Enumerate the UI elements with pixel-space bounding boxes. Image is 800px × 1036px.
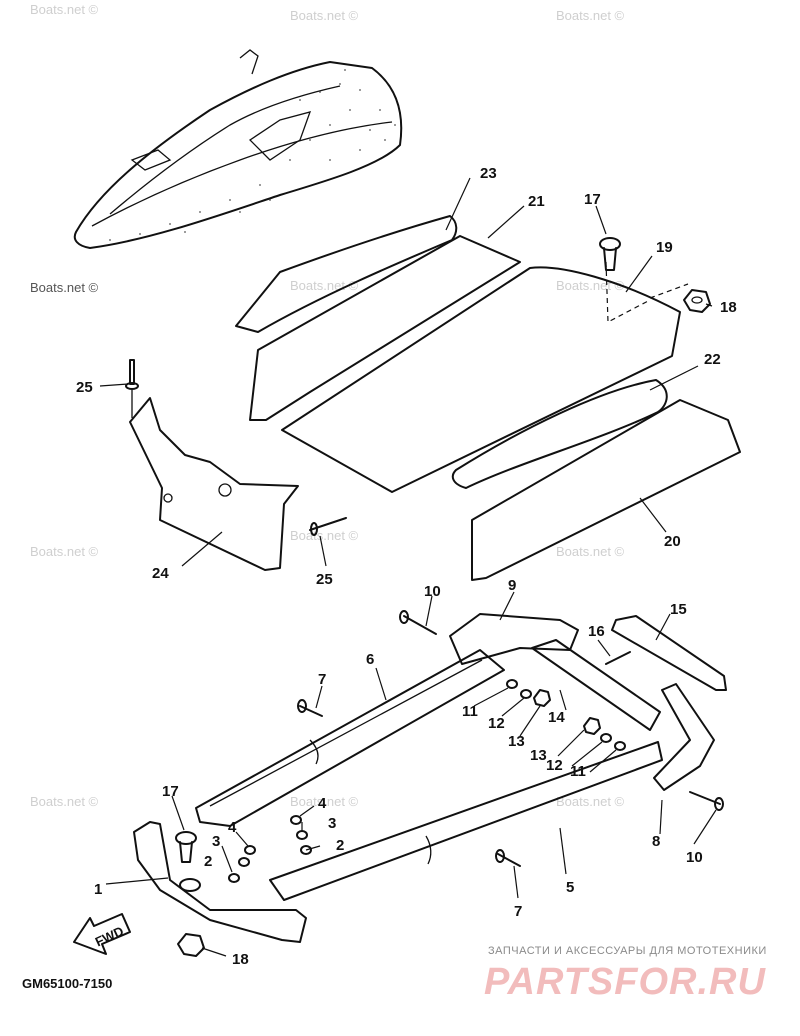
nut-18-bottom bbox=[177, 933, 205, 957]
watermark-layer: Boats.net © Boats.net © Boats.net © Boat… bbox=[30, 2, 625, 809]
callout: 10 bbox=[424, 583, 441, 600]
bracket-8 bbox=[653, 683, 715, 791]
fastener-17-bottom bbox=[175, 831, 197, 863]
callout: 17 bbox=[162, 783, 179, 800]
callout: 8 bbox=[652, 833, 660, 850]
callout: 12 bbox=[546, 757, 563, 774]
watermark: Boats.net © bbox=[290, 794, 359, 809]
rivet-25 bbox=[309, 517, 347, 536]
bracket-24 bbox=[129, 397, 299, 571]
watermark: Boats.net © bbox=[556, 794, 625, 809]
callout: 7 bbox=[514, 903, 522, 920]
watermark: Boats.net © bbox=[556, 8, 625, 23]
callout: 6 bbox=[366, 651, 374, 668]
callout: 12 bbox=[488, 715, 505, 732]
callout: 20 bbox=[664, 533, 681, 550]
callout: 13 bbox=[530, 747, 547, 764]
pad-22 bbox=[451, 379, 668, 489]
callout: 13 bbox=[508, 733, 525, 750]
callout: 18 bbox=[720, 299, 737, 316]
callout: 23 bbox=[480, 165, 497, 182]
callout: 4 bbox=[318, 795, 327, 812]
dealer-brand: PARTSFOR.RU bbox=[484, 961, 766, 1003]
mat-20 bbox=[471, 399, 741, 581]
callout: 10 bbox=[686, 849, 703, 866]
mat-19 bbox=[281, 266, 681, 493]
dealer-tagline: ЗАПЧАСТИ И АКСЕССУАРЫ ДЛЯ МОТОТЕХНИКИ bbox=[488, 945, 767, 957]
strip-15 bbox=[611, 615, 727, 691]
rail-5 bbox=[269, 741, 663, 901]
callout: 2 bbox=[204, 853, 212, 870]
callout: 11 bbox=[462, 703, 478, 720]
jetski-overview-illustration bbox=[73, 49, 403, 249]
fwd-arrow: FWD bbox=[73, 913, 131, 955]
callout: 22 bbox=[704, 351, 721, 368]
callout: 7 bbox=[318, 671, 326, 688]
callout: 15 bbox=[670, 601, 687, 618]
rail-6 bbox=[195, 649, 505, 827]
callout: 25 bbox=[76, 379, 93, 396]
callout: 4 bbox=[228, 819, 237, 836]
nut-18-top bbox=[683, 289, 711, 313]
bumper-1 bbox=[133, 821, 307, 943]
dashed-fastener-line bbox=[605, 261, 651, 323]
callout: 16 bbox=[588, 623, 605, 640]
callout: 5 bbox=[566, 879, 574, 896]
callout: 25 bbox=[316, 571, 333, 588]
callout: 18 bbox=[232, 951, 249, 968]
watermark: Boats.net © bbox=[290, 8, 359, 23]
mat-21 bbox=[249, 235, 521, 421]
diagram-code: GM65100-7150 bbox=[22, 976, 112, 991]
callout-labels: 23 21 17 19 18 25 22 24 25 20 10 9 15 16… bbox=[76, 165, 737, 968]
watermark: Boats.net © bbox=[30, 794, 99, 809]
leader-lines bbox=[99, 177, 717, 957]
callout: 14 bbox=[548, 709, 565, 726]
watermark: Boats.net © bbox=[556, 278, 625, 293]
watermark: Boats.net © bbox=[30, 544, 99, 559]
watermark: Boats.net © bbox=[30, 2, 99, 17]
callout: 17 bbox=[584, 191, 601, 208]
callout: 21 bbox=[528, 193, 545, 210]
callout: 19 bbox=[656, 239, 673, 256]
bolts-7-10-16 bbox=[297, 610, 724, 867]
guard-9 bbox=[449, 613, 579, 665]
watermark: Boats.net © bbox=[556, 544, 625, 559]
dealer-logo: ЗАПЧАСТИ И АКСЕССУАРЫ ДЛЯ МОТОТЕХНИКИ PA… bbox=[484, 945, 767, 1003]
callout: 3 bbox=[328, 815, 336, 832]
dashed-fastener-line bbox=[649, 283, 689, 299]
washers-2-3-4 bbox=[228, 815, 312, 883]
fastener-17-top bbox=[599, 237, 621, 271]
watermark: Boats.net © bbox=[30, 280, 99, 295]
callout: 24 bbox=[152, 565, 169, 582]
watermark: Boats.net © bbox=[290, 528, 359, 543]
callout: 9 bbox=[508, 577, 516, 594]
fwd-label: FWD bbox=[93, 923, 126, 949]
mat-23 bbox=[235, 215, 458, 333]
rail-14 bbox=[531, 639, 661, 731]
washers-11-12-13 bbox=[506, 679, 626, 751]
callout: 11 bbox=[570, 763, 586, 780]
callout: 3 bbox=[212, 833, 220, 850]
callout: 2 bbox=[336, 837, 344, 854]
callout: 1 bbox=[94, 881, 102, 898]
rivet-25 bbox=[125, 359, 139, 418]
